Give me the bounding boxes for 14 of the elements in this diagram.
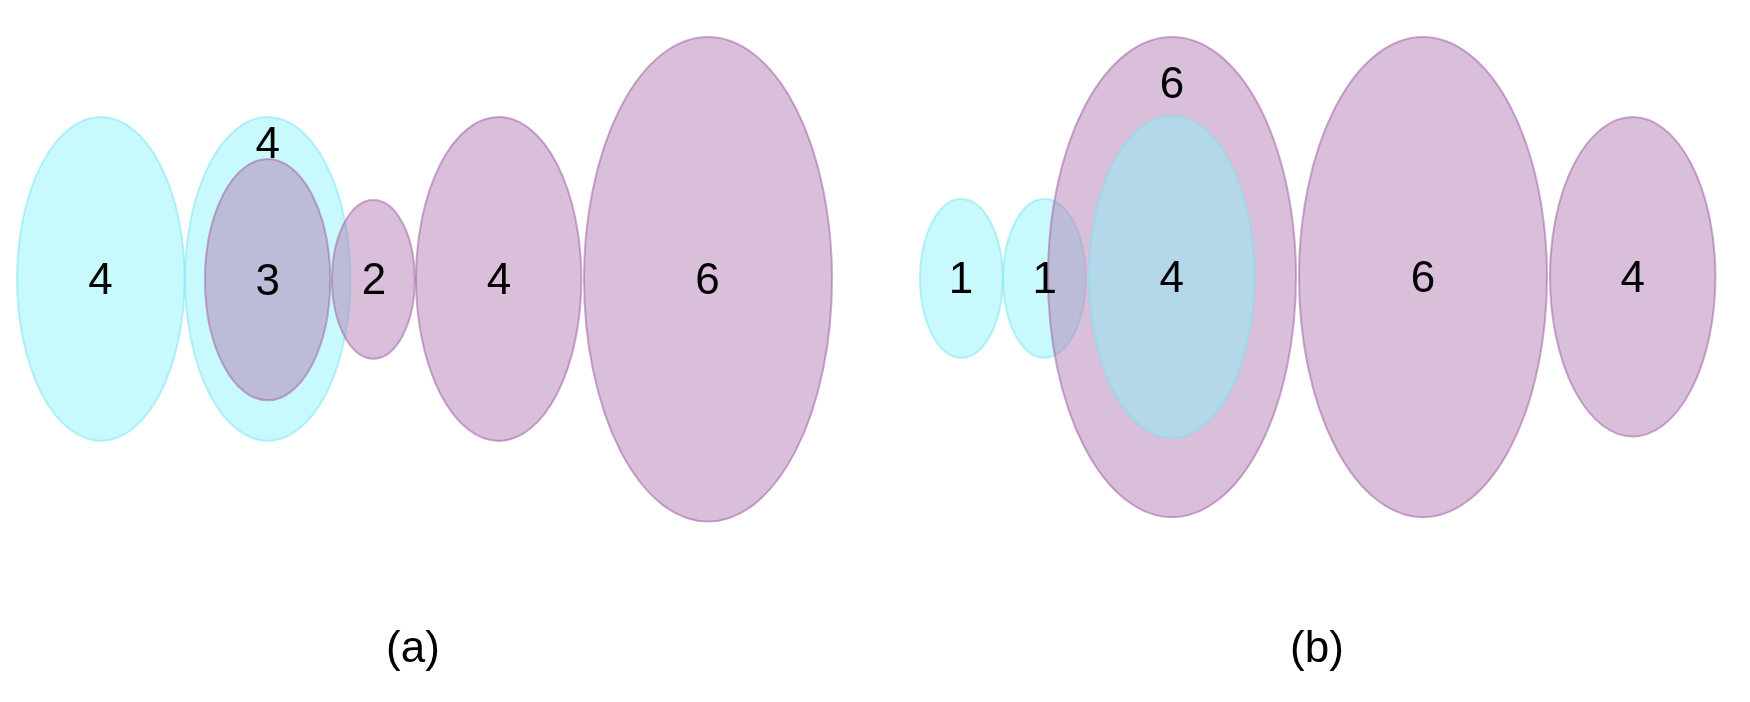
number-label: 6 — [1159, 60, 1185, 105]
number-label: 4 — [88, 257, 113, 301]
number-label: 3 — [255, 258, 281, 303]
number-label: 6 — [695, 257, 720, 301]
panel-label: (b) — [1290, 623, 1344, 672]
number-label: 1 — [1032, 255, 1057, 300]
number-label: 4 — [255, 120, 281, 165]
number-label: 4 — [1620, 254, 1646, 299]
number-label: 6 — [1410, 254, 1436, 299]
number-label: 4 — [486, 257, 512, 301]
number-label: 1 — [948, 255, 974, 300]
number-label: 2 — [361, 257, 387, 301]
panel-label: (a) — [386, 623, 440, 672]
number-label: 4 — [1159, 254, 1185, 299]
